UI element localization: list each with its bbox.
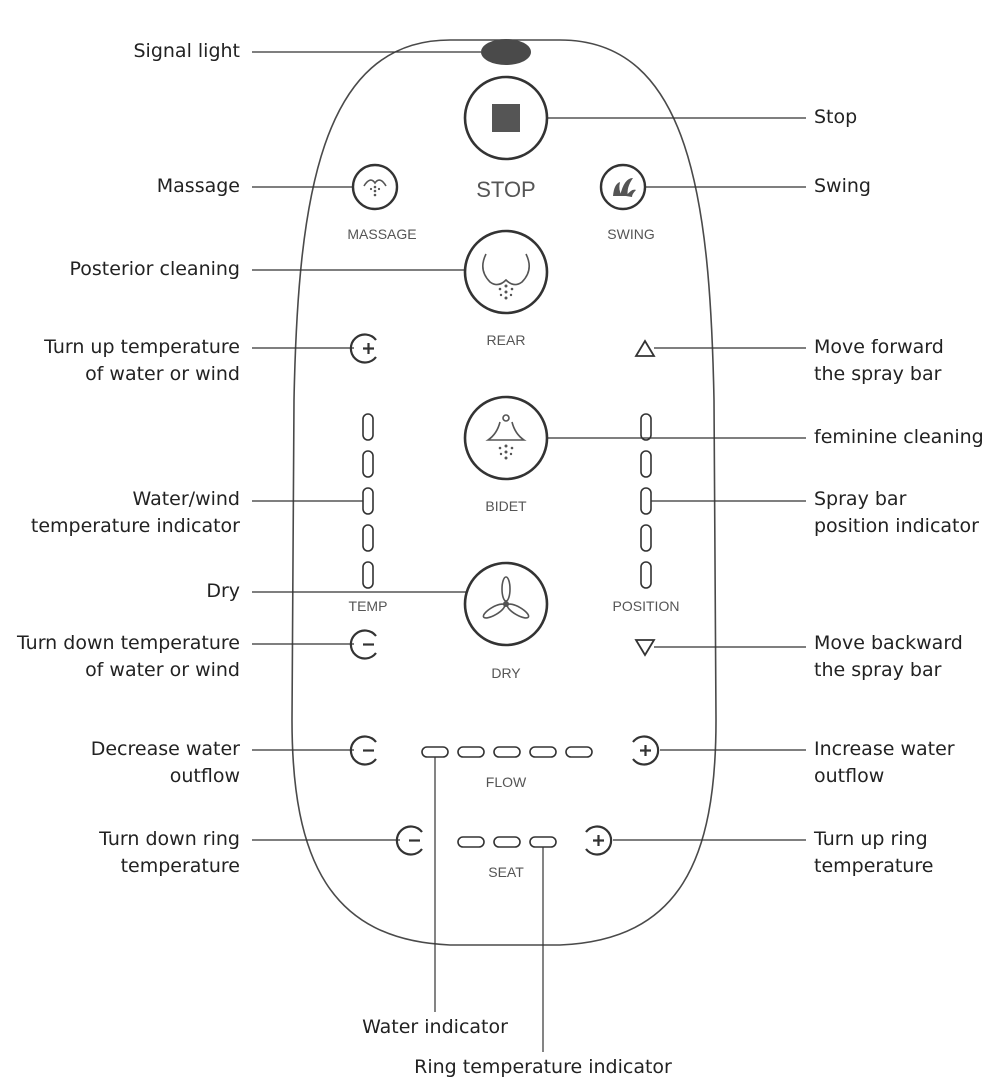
plus-icon	[640, 745, 651, 756]
dry-button[interactable]	[463, 561, 549, 647]
temp-indicator-segment	[362, 450, 374, 478]
position-indicator-segment	[640, 561, 652, 589]
flow-indicator	[421, 746, 593, 758]
temp-label: TEMP	[349, 598, 388, 614]
position-indicator-segment	[640, 413, 652, 441]
callout-flow-up: Increase water outflow	[814, 738, 955, 787]
leader-lines	[252, 51, 806, 1052]
position-label: POSITION	[613, 598, 680, 614]
callout-stop: Stop	[814, 106, 858, 128]
swing-label: SWING	[607, 226, 654, 242]
temp-indicator-segment	[362, 561, 374, 589]
callout-temp-up: Turn up temperature of water or wind	[44, 336, 240, 385]
callout-dry: Dry	[206, 580, 240, 602]
remote-body-outline	[291, 39, 717, 946]
callout-ring-indicator: Ring temperature indicator	[414, 1056, 672, 1078]
callout-seat-up: Turn up ring temperature	[814, 828, 934, 877]
bidet-icon	[485, 414, 527, 441]
stop-button[interactable]	[463, 75, 549, 161]
swing-icon	[613, 178, 636, 197]
callout-temp-indicator: Water/wind temperature indicator	[30, 488, 240, 537]
bidet-button[interactable]	[463, 395, 549, 481]
plus-icon	[593, 835, 604, 846]
callout-feminine-cleaning: feminine cleaning	[814, 426, 984, 448]
flow-indicator-segment	[421, 746, 449, 758]
flow-indicator-segment	[529, 746, 557, 758]
massage-icon	[363, 179, 387, 187]
seat-up-button[interactable]	[585, 825, 613, 856]
seat-label: SEAT	[488, 864, 524, 880]
callout-seat-down: Turn down ring temperature	[99, 828, 240, 877]
callout-move-forward: Move forward the spray bar	[814, 336, 944, 385]
seat-indicator-segment	[457, 836, 485, 848]
stop-square-icon	[492, 104, 520, 132]
callout-signal-light: Signal light	[133, 40, 240, 62]
callout-move-backward: Move backward the spray bar	[814, 632, 963, 681]
temp-down-button[interactable]	[349, 629, 377, 660]
seat-indicator-segment	[493, 836, 521, 848]
temp-indicator-segment	[362, 487, 374, 515]
swing-button[interactable]	[599, 163, 647, 211]
flow-label: FLOW	[486, 774, 527, 790]
temp-indicator-segment	[362, 413, 374, 441]
seat-down-button[interactable]	[395, 825, 423, 856]
bidet-label: BIDET	[485, 498, 527, 514]
stop-label: STOP	[476, 177, 536, 202]
position-indicator-segment	[640, 450, 652, 478]
callout-spray-position: Spray bar position indicator	[814, 488, 979, 537]
position-indicator	[640, 413, 652, 589]
seat-indicator	[457, 836, 557, 848]
plus-icon	[363, 343, 374, 354]
callout-flow-down: Decrease water outflow	[90, 738, 240, 787]
callout-temp-down: Turn down temperature of water or wind	[16, 632, 240, 681]
move-backward-button[interactable]	[634, 639, 656, 657]
flow-down-button[interactable]	[349, 735, 377, 766]
signal-light	[481, 39, 531, 65]
seat-indicator-segment	[529, 836, 557, 848]
temp-up-button[interactable]	[349, 333, 377, 364]
flow-indicator-segment	[457, 746, 485, 758]
massage-button[interactable]	[351, 163, 399, 211]
callout-water-indicator: Water indicator	[362, 1016, 508, 1038]
position-indicator-segment	[640, 524, 652, 552]
position-indicator-segment	[640, 487, 652, 515]
callout-posterior-cleaning: Posterior cleaning	[69, 258, 241, 280]
flow-up-button[interactable]	[632, 735, 660, 766]
temp-indicator	[362, 413, 374, 589]
rear-label: REAR	[487, 332, 526, 348]
temp-indicator-segment	[362, 524, 374, 552]
massage-label: MASSAGE	[347, 226, 416, 242]
move-forward-button[interactable]	[634, 339, 656, 357]
rear-button[interactable]	[463, 229, 549, 315]
rear-cleaning-icon	[482, 253, 530, 286]
callout-massage: Massage	[156, 175, 240, 197]
flow-indicator-segment	[565, 746, 593, 758]
flow-indicator-segment	[493, 746, 521, 758]
dry-label: DRY	[491, 665, 521, 681]
callout-swing: Swing	[814, 175, 871, 197]
